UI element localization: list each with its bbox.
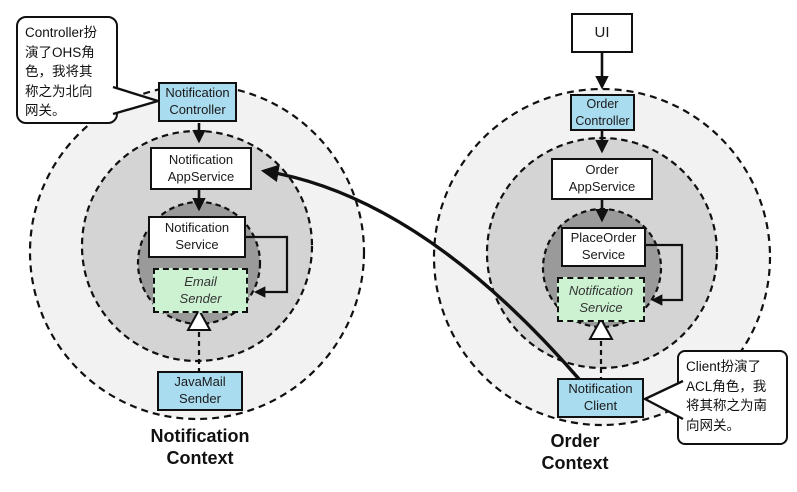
box-notification-controller: Notification Controller [158, 82, 237, 122]
arrow-client-to-notification-appservice [260, 164, 581, 381]
callout-south-gateway-note: Client扮演了 ACL角色，我 将其称之为南 向网关。 [677, 350, 788, 445]
label-order-context: Order Context [541, 431, 609, 473]
box-email-sender: Email Sender [153, 268, 248, 313]
loop-placeorder-to-notification-service [645, 243, 684, 306]
loop-notification-service-to-email-sender [246, 235, 289, 298]
inheritance-triangle-icon [588, 316, 614, 340]
callout-north-gateway-note: Controller扮 演了OHS角 色，我将其 称之为北向 网关。 [16, 16, 118, 124]
inheritance-triangle-icon [186, 307, 212, 331]
box-notification-client: Notification Client [557, 378, 644, 418]
label-notification-context: Notification Context [150, 426, 250, 468]
box-javamail-sender: JavaMail Sender [157, 371, 243, 411]
box-order-controller: Order Controller [570, 94, 635, 131]
box-order-appservice: Order AppService [551, 158, 653, 200]
box-ui: UI [571, 13, 633, 53]
box-notification-service: Notification Service [148, 216, 246, 258]
box-placeorder-service: PlaceOrder Service [561, 227, 646, 267]
box-notification-appservice: Notification AppService [150, 147, 252, 190]
box-notification-service-interface: Notification Service [557, 277, 645, 322]
